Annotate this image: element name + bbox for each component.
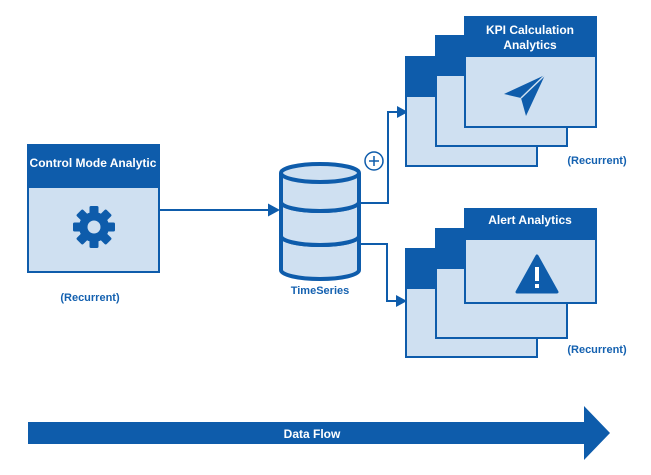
control-mode-card[interactable]: Control Mode Analytic: [27, 144, 160, 273]
database-label: TimeSeries: [291, 285, 350, 297]
add-connector-icon[interactable]: [364, 151, 384, 171]
kpi-card-stack[interactable]: KPI Calculation Analytics: [405, 16, 597, 167]
data-flow-arrow: Data Flow: [28, 406, 610, 460]
database-icon[interactable]: [279, 162, 361, 281]
gear-icon: [73, 206, 115, 248]
flow-arrow-to-alert: [360, 243, 407, 307]
data-flow-label: Data Flow: [284, 427, 341, 441]
kpi-footer: (Recurrent): [567, 155, 627, 167]
alert-card-stack[interactable]: Alert Analytics: [405, 208, 597, 358]
flow-arrow-to-database: [159, 203, 280, 217]
warning-icon: [515, 254, 559, 294]
alert-footer: (Recurrent): [567, 344, 627, 356]
alert-title: Alert Analytics: [488, 213, 572, 227]
flow-arrow-to-kpi: [360, 106, 408, 204]
kpi-title-line2: Analytics: [503, 38, 557, 52]
control-mode-footer: (Recurrent): [60, 292, 120, 304]
control-mode-title: Control Mode Analytic: [30, 156, 157, 170]
kpi-title-line1: KPI Calculation: [486, 23, 574, 37]
send-icon: [504, 74, 546, 116]
